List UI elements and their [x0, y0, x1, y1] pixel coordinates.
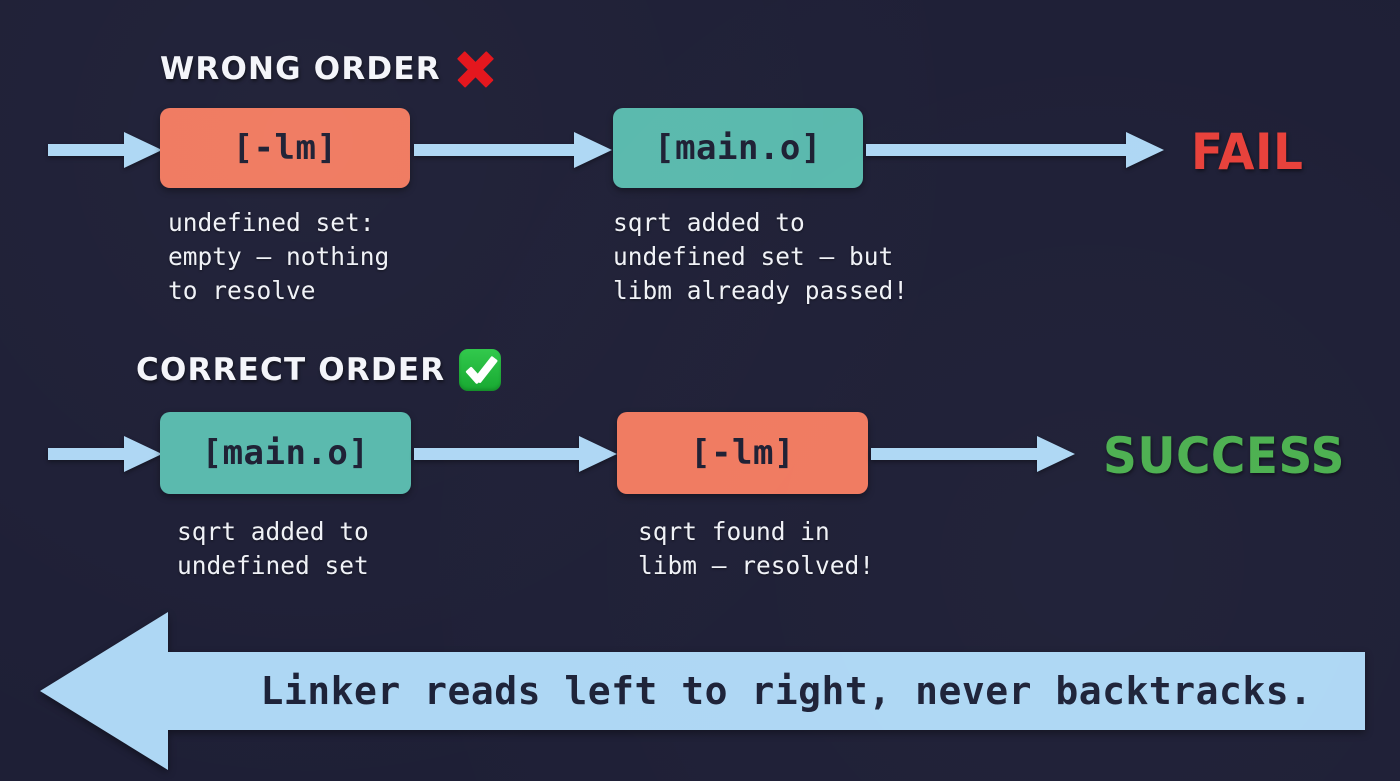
- section-heading-wrong-order: WRONG ORDER: [160, 48, 497, 90]
- linker-direction-banner: Linker reads left to right, never backtr…: [40, 612, 1365, 770]
- flow-arrow-wrong-order-1: [414, 132, 612, 168]
- section-title-wrong-order: WRONG ORDER: [160, 51, 441, 87]
- outcome-success: SUCCESS: [1103, 427, 1345, 485]
- node-label: [main.o]: [654, 128, 822, 168]
- node-label: [-lm]: [232, 128, 338, 168]
- entry-arrow-wrong-order: [48, 132, 162, 168]
- caption-correct-order-2: sqrt found in libm — resolved!: [638, 517, 875, 580]
- caption-wrong-order-2: sqrt added to undefined set — but libm a…: [613, 208, 909, 305]
- cross-mark-icon: [455, 48, 497, 90]
- section-heading-correct-order: CORRECT ORDER: [136, 349, 502, 391]
- flow-arrow-correct-order-2: [871, 436, 1075, 472]
- node-correct-order-1[interactable]: [main.o]: [160, 412, 411, 494]
- left-arrow-banner-shape: [40, 612, 1365, 770]
- node-label: [main.o]: [201, 433, 370, 473]
- entry-arrow-correct-order: [48, 436, 162, 472]
- outcome-fail: FAIL: [1191, 123, 1304, 181]
- check-mark-icon: [459, 349, 502, 391]
- banner-text: Linker reads left to right, never backtr…: [260, 669, 1313, 713]
- flow-arrow-correct-order-1: [414, 436, 617, 472]
- node-wrong-order-2[interactable]: [main.o]: [613, 108, 863, 188]
- section-title-correct-order: CORRECT ORDER: [136, 352, 446, 388]
- caption-wrong-order-1: undefined set: empty — nothing to resolv…: [168, 208, 390, 305]
- caption-correct-order-1: sqrt added to undefined set: [177, 517, 369, 580]
- flow-arrow-wrong-order-2: [866, 132, 1164, 168]
- node-label: [-lm]: [690, 433, 795, 473]
- node-correct-order-2[interactable]: [-lm]: [617, 412, 868, 494]
- node-wrong-order-1[interactable]: [-lm]: [160, 108, 410, 188]
